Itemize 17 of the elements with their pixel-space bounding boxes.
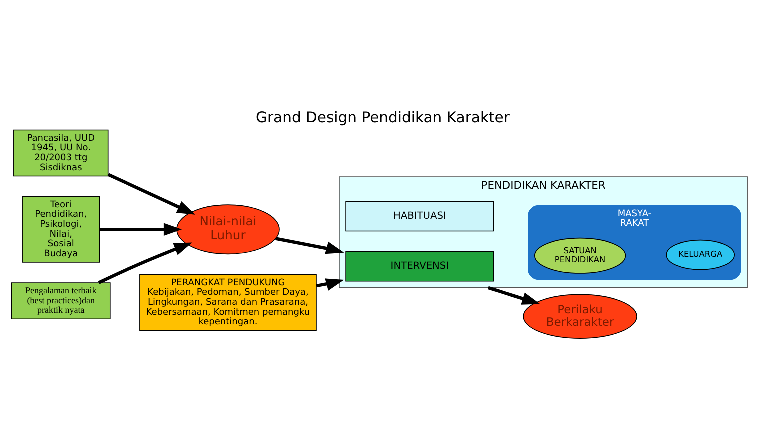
arrow (275, 237, 344, 254)
node-box: PERANGKAT PENDUKUNG Kebijakan, Pedoman, Sumber Daya, Lingkungan, Sarana dan Prasarana, Kebersamaan, Komitmen pemangku kepentingan. (140, 274, 317, 332)
node-ellipse: Nilai-nilai Luhur (176, 204, 280, 255)
node-ellipse: Perilaku Berkarakter (523, 294, 638, 340)
node-box: Teori Pendidikan, Psikologi, Nilai, Sosial Budaya (22, 196, 100, 263)
arrow (316, 278, 344, 291)
node-ellipse: KELUARGA (666, 240, 735, 270)
node-ellipse: SATUAN PENDIDIKAN (534, 238, 626, 274)
node-box: INTERVENSI (346, 251, 494, 282)
arrow (98, 242, 192, 284)
node-box: Pengalaman terbaik (best practices)dan praktik nyata (11, 282, 111, 320)
node-box: Pancasila, UUD 1945, UU No. 20/2003 ttg Sisdiknas (14, 130, 109, 177)
arrow (108, 173, 196, 215)
arrow (100, 223, 182, 236)
arrow (488, 286, 540, 305)
diagram-title: Grand Design Pendidikan Karakter (256, 109, 510, 126)
node-box: HABITUASI (346, 201, 494, 232)
